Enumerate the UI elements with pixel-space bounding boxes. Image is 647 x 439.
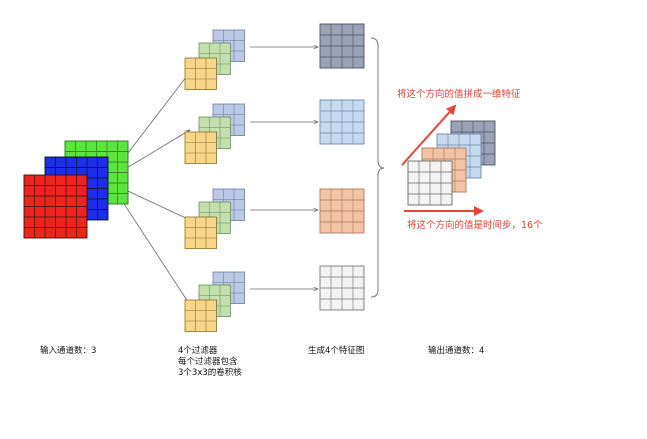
filter-1 xyxy=(184,29,245,90)
time-direction-label: 将这个方向的值是时间步，16个 xyxy=(407,220,543,231)
filter-2 xyxy=(184,103,245,164)
feature-map-1 xyxy=(319,23,365,69)
concat-direction-label: 将这个方向的值拼成一维特征 xyxy=(397,89,521,100)
input-channel-red xyxy=(23,174,88,239)
feature-map-4 xyxy=(319,265,365,311)
feature-map-3 xyxy=(319,188,365,234)
filters-label-line1: 4个过滤器 xyxy=(178,346,218,356)
output-map-white xyxy=(407,160,453,206)
output-stack xyxy=(407,120,496,206)
filter-to-map-arrows xyxy=(250,47,318,289)
feature-map-2 xyxy=(319,99,365,145)
filter-3 xyxy=(184,188,245,249)
output-channels-label: 输出通道数：4 xyxy=(428,346,485,356)
filter-4 xyxy=(184,271,245,332)
filters-label-line3: 3个3x3的卷积核 xyxy=(178,368,242,378)
filters-label-line2: 每个过滤器包含 xyxy=(178,357,238,367)
feature-maps-label: 生成4个特征图 xyxy=(308,346,365,356)
feature-map-bracket xyxy=(370,37,385,298)
input-channels xyxy=(23,140,129,239)
concat-direction-arrow xyxy=(401,104,457,166)
input-channels-label: 输入通道数：3 xyxy=(40,346,97,356)
